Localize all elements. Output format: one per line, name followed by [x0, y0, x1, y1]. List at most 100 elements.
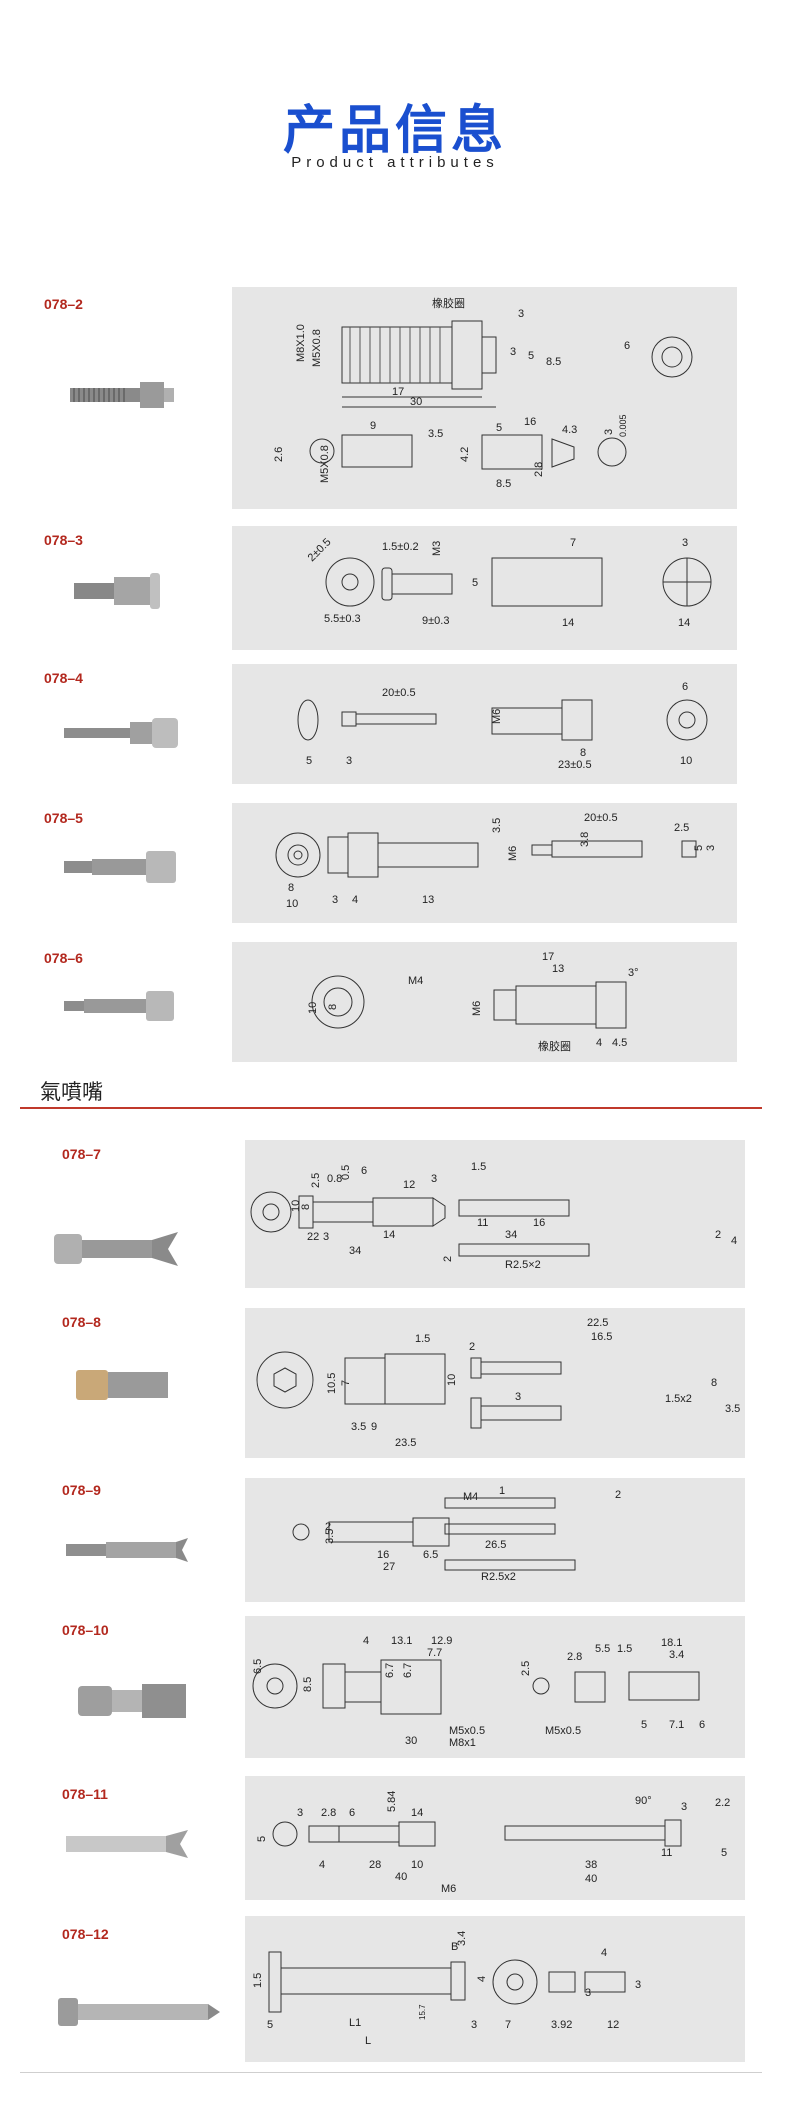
dim-label: 6 [361, 1165, 367, 1177]
drawing-panel: 20±0.5 M6 5 3 23±0.5 8 6 10 [232, 664, 737, 784]
dim-label: 3 [323, 1231, 329, 1243]
dim-label: 6 [624, 340, 630, 352]
dim-label: 16 [533, 1217, 545, 1229]
dim-label: 3 [585, 1987, 591, 1999]
dim-label: M4 [408, 975, 423, 987]
dim-label: 9 [371, 1421, 377, 1433]
dim-label: 28 [369, 1859, 381, 1871]
dim-label: R2.5x2 [481, 1571, 516, 1583]
dim-label: 40 [395, 1871, 407, 1883]
dim-label: M4 [463, 1491, 478, 1503]
dim-label: 8.5 [546, 356, 561, 368]
dim-label: 3.4 [669, 1649, 684, 1661]
drawing-panel: 2.5 0.8 0.5 6 12 3 1.5 10 8 22 3 14 34 1… [245, 1140, 745, 1288]
dim-label: 10 [290, 1200, 302, 1212]
dim-label: 3 [332, 894, 338, 906]
dim-label: 12 [607, 2019, 619, 2031]
product-photo [58, 985, 188, 1025]
dim-label: M5X0.8 [311, 329, 323, 367]
dim-label: 2.5 [310, 1173, 322, 1188]
drawing-panel: 2.8 6 5.84 14 5 3 4 28 10 40 M6 90° 38 1… [245, 1776, 745, 1900]
dim-label: 10.5 [326, 1373, 338, 1394]
dim-label: 1.5 [415, 1333, 430, 1345]
dim-label: 4 [731, 1235, 737, 1247]
dim-label: L [365, 2035, 371, 2047]
dim-label: 1.5 [617, 1643, 632, 1655]
dim-label: 2 [442, 1256, 454, 1262]
dim-label: 34 [505, 1229, 517, 1241]
dim-label: 3.5 [725, 1403, 740, 1415]
dim-label: 4.3 [562, 424, 577, 436]
dim-label: 7 [340, 1380, 352, 1386]
dim-label: 橡胶圈 [432, 296, 465, 310]
dim-label: 6 [699, 1719, 705, 1731]
dim-label: M6 [491, 709, 503, 724]
dim-label: 2 [715, 1229, 721, 1241]
dim-label: 2.8 [567, 1651, 582, 1663]
product-code: 078–10 [62, 1622, 109, 1638]
dim-label: 16 [377, 1549, 389, 1561]
dim-label: 3 [681, 1801, 687, 1813]
dim-label: 3 [297, 1807, 303, 1819]
dim-label: 5 [641, 1719, 647, 1731]
dim-label: 5 [267, 2019, 273, 2031]
dim-label: 1.5±0.2 [382, 541, 419, 553]
dim-label: 3.5 [491, 818, 503, 833]
dim-label: 7 [505, 2019, 511, 2031]
dim-label: 3 [603, 429, 615, 435]
dim-label: 6.7 [384, 1663, 396, 1678]
dim-label: 5 [528, 350, 534, 362]
product-code: 078–6 [44, 950, 83, 966]
dim-label: M3 [431, 541, 443, 556]
dim-label: 4 [319, 1859, 325, 1871]
product-photo [74, 1676, 194, 1726]
dim-label: 2±0.5 [306, 536, 334, 564]
product-code: 078–3 [44, 532, 83, 548]
dim-label: 10 [411, 1859, 423, 1871]
dim-label: 23.5 [395, 1437, 416, 1449]
dim-label: M5X0.8 [319, 445, 331, 483]
dim-label: 4.5 [612, 1037, 627, 1049]
dim-label: 7.7 [427, 1647, 442, 1659]
dim-label: B [451, 1941, 458, 1953]
dim-label: 20±0.5 [382, 687, 416, 699]
dim-label: 2.2 [715, 1797, 730, 1809]
dim-label: 26.5 [485, 1539, 506, 1551]
dim-label: 4.2 [459, 447, 471, 462]
product-code: 078–5 [44, 810, 83, 826]
dim-label: 4 [601, 1947, 607, 1959]
dim-label: 15.7 [418, 2004, 427, 2020]
section-heading: 氣噴嘴 [40, 1080, 103, 1104]
dim-label: 3.5 [324, 1529, 336, 1544]
drawing-panel: 3.4 B 1.5 3 5 L1 15.7 L 4 7 3.92 3 12 3 … [245, 1916, 745, 2062]
product-code: 078–11 [62, 1786, 108, 1802]
dim-label: 13 [422, 894, 434, 906]
product-code: 078–2 [44, 296, 83, 312]
dim-label: 5 [496, 422, 502, 434]
dim-label: 9±0.3 [422, 615, 449, 627]
dim-label: 4 [476, 1976, 488, 1982]
dim-label: 7 [570, 537, 576, 549]
dim-label: 20±0.5 [584, 812, 618, 824]
dim-label: 11 [477, 1217, 488, 1229]
product-photo [62, 1530, 192, 1570]
product-photo [60, 565, 180, 615]
dim-label: 27 [383, 1561, 395, 1573]
dim-label: M8x1 [449, 1737, 476, 1749]
product-code: 078–7 [62, 1146, 101, 1162]
product-photo [62, 1824, 196, 1864]
dim-label: 8.5 [496, 478, 511, 490]
dim-label: 18.1 [661, 1637, 682, 1649]
drawing-panel: 1.5 22.5 16.5 10.5 7 10 3.5 9 23.5 2 3 1… [245, 1308, 745, 1458]
dim-label: 14 [383, 1229, 395, 1241]
dim-label: 2 [615, 1489, 621, 1501]
product-photo [58, 712, 188, 752]
dim-label: 3.5 [351, 1421, 366, 1433]
dim-label: 5.5±0.3 [324, 613, 361, 625]
dim-label: 2.6 [273, 447, 285, 462]
dim-label: 14 [678, 617, 690, 629]
dim-label: 3 [431, 1173, 437, 1185]
dim-label: 2.8 [533, 462, 545, 477]
dim-label: 11 [661, 1847, 672, 1859]
dim-label: 13 [552, 963, 564, 975]
